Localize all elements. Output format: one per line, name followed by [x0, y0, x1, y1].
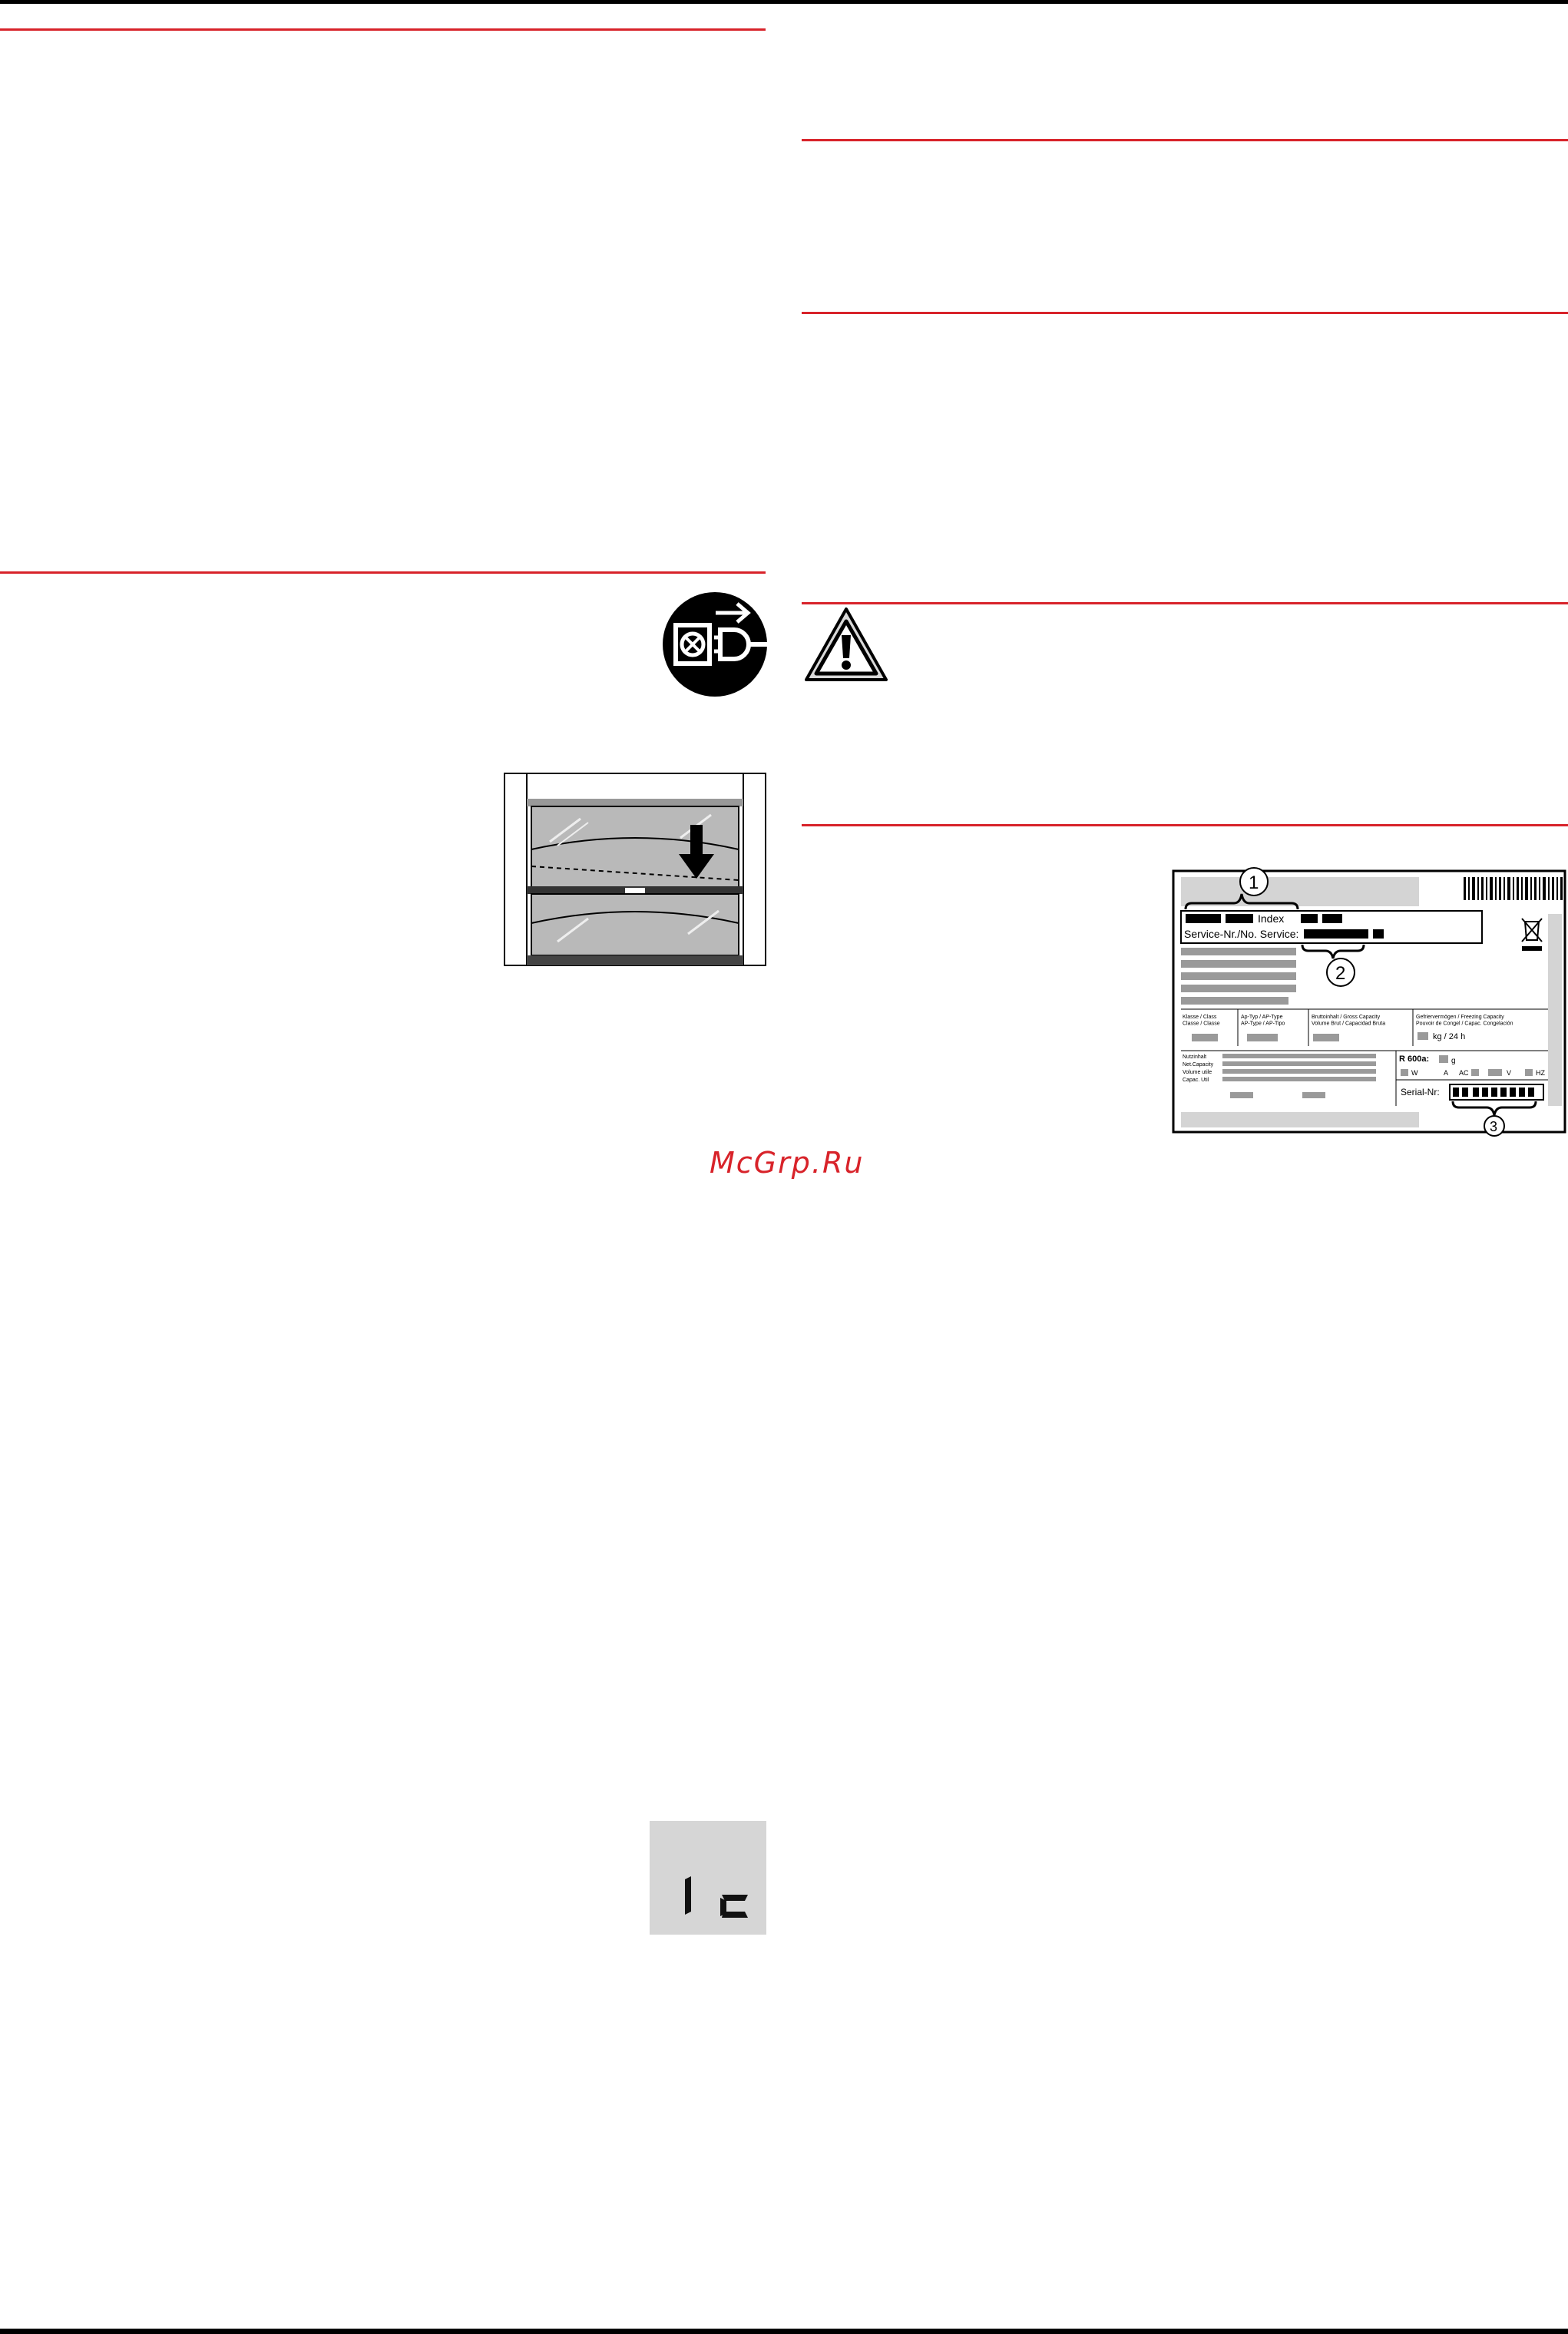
section-rule-left-1	[0, 28, 766, 31]
svg-text:AC: AC	[1459, 1069, 1469, 1077]
section-rule-right-1	[802, 139, 1568, 141]
warning-icon	[805, 608, 888, 681]
top-rule	[0, 0, 1568, 4]
svg-text:Net.Capacity: Net.Capacity	[1183, 1062, 1214, 1068]
rating-plate-illustration: Index Service-Nr./No. Service: 1 2 Klass…	[1172, 867, 1566, 1137]
barcode	[1464, 877, 1563, 900]
svg-text:2: 2	[1335, 963, 1345, 984]
watermark: McGrp.Ru	[710, 1146, 865, 1180]
section-rule-right-3	[802, 602, 1568, 604]
svg-text:g: g	[1451, 1057, 1456, 1065]
display-panel: 1c	[650, 1821, 766, 1935]
svg-text:A: A	[1444, 1069, 1448, 1077]
svg-text:Nutzinhalt: Nutzinhalt	[1183, 1054, 1206, 1060]
svg-text:Service-Nr./No. Service:: Service-Nr./No. Service:	[1184, 928, 1298, 940]
svg-text:HZ: HZ	[1536, 1069, 1545, 1077]
display-digits-graphic	[685, 1876, 748, 1918]
svg-text:1: 1	[1249, 872, 1259, 893]
svg-text:R 600a:: R 600a:	[1399, 1054, 1429, 1064]
svg-text:kg / 24 h: kg / 24 h	[1433, 1032, 1465, 1041]
svg-text:Index: Index	[1258, 912, 1284, 925]
svg-text:Capac. Util: Capac. Util	[1183, 1078, 1209, 1083]
unplug-icon	[663, 592, 769, 697]
section-rule-left-2	[0, 571, 766, 574]
section-rule-right-4	[802, 824, 1568, 826]
svg-text:Serial-Nr:: Serial-Nr:	[1401, 1087, 1440, 1097]
svg-text:Volume utile: Volume utile	[1183, 1070, 1212, 1075]
section-rule-right-2	[802, 312, 1568, 314]
svg-text:W: W	[1411, 1069, 1418, 1077]
freezer-drawer-illustration	[504, 773, 766, 966]
bottom-rule	[0, 2329, 1568, 2334]
svg-text:3: 3	[1490, 1119, 1497, 1134]
svg-text:V: V	[1507, 1069, 1511, 1077]
